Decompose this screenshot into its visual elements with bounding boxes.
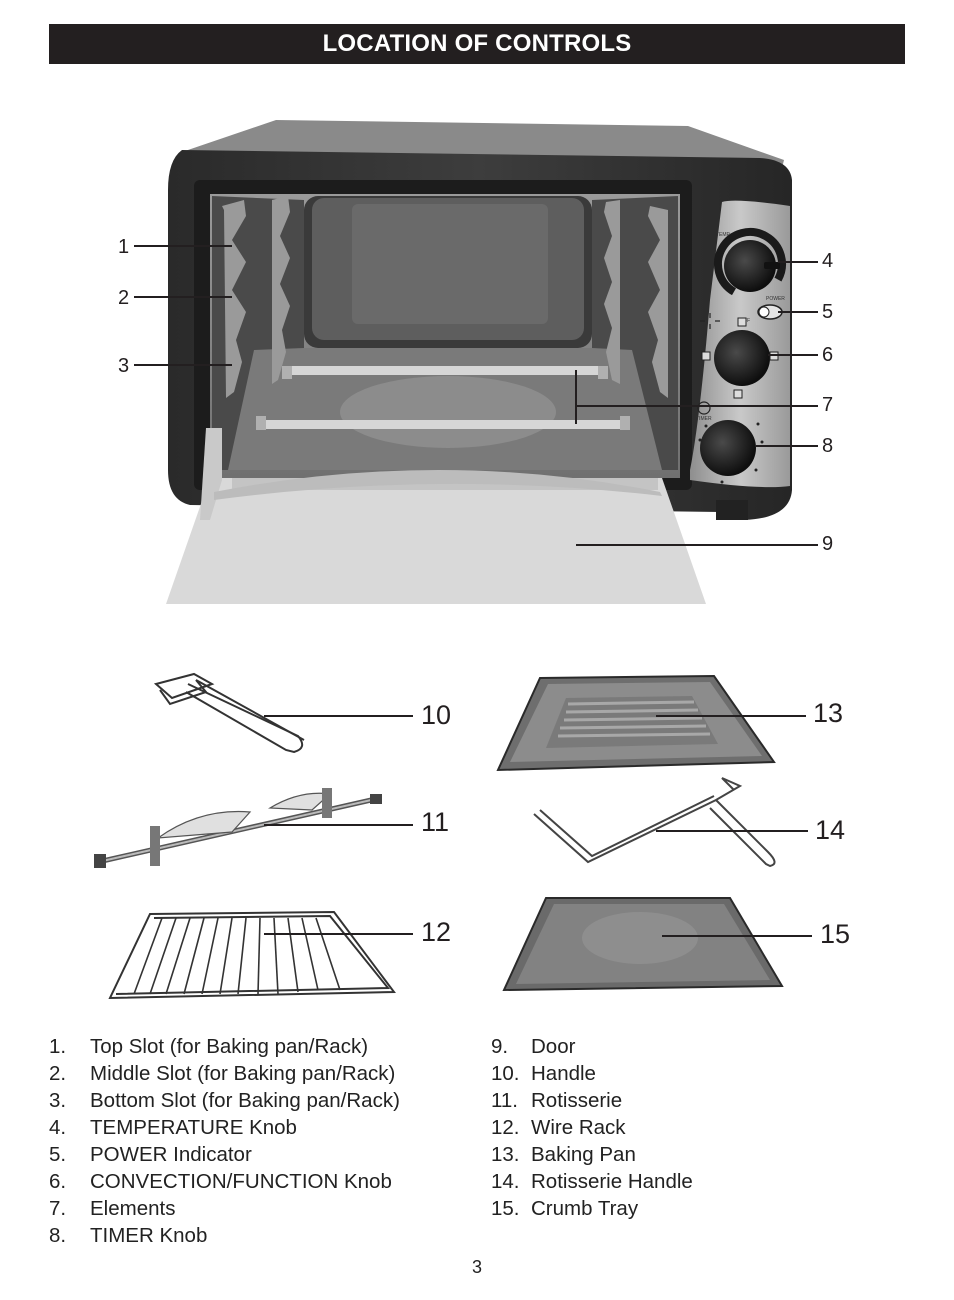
callout-14: 14 [815,815,845,845]
timer-knob[interactable] [700,420,756,476]
callout-8: 8 [822,435,833,457]
list-item: 8.TIMER Knob [49,1224,208,1247]
heating-elements [256,366,630,430]
callout-10: 10 [421,700,451,730]
list-item: 10.Handle [491,1062,596,1085]
list-item: 6.CONVECTION/FUNCTION Knob [49,1170,392,1193]
list-item: 1.Top Slot (for Baking pan/Rack) [49,1035,369,1058]
callout-11: 11 [421,807,449,837]
list-item: 3.Bottom Slot (for Baking pan/Rack) [49,1089,400,1112]
callout-13: 13 [813,698,843,728]
wire-rack-accessory [108,910,396,1000]
baking-pan-accessory [496,674,776,772]
callout-7: 7 [822,394,833,416]
timer-label: TIMER [696,416,712,422]
list-item: 2.Middle Slot (for Baking pan/Rack) [49,1062,396,1085]
oven-leader-lines [134,245,818,546]
callout-5: 5 [822,301,833,323]
temperature-knob[interactable] [724,240,776,292]
list-item: 13.Baking Pan [491,1143,636,1166]
clock-icon [697,401,711,415]
toaster-oven: TEMP POWER OFF TIMER [166,120,792,604]
callout-4: 4 [822,250,833,272]
list-item: 5.POWER Indicator [49,1143,252,1166]
callout-6: 6 [822,344,833,366]
callout-15: 15 [820,919,850,949]
list-item: 9.Door [491,1035,576,1058]
accessory-leader-lines [264,715,812,937]
callout-2: 2 [118,287,129,309]
section-header: LOCATION OF CONTROLS [49,24,905,64]
rotisserie-accessory [94,788,382,868]
handle-accessory [153,672,305,754]
oven-door [166,478,706,604]
callout-3: 3 [118,355,129,377]
page-title: LOCATION OF CONTROLS [322,30,632,57]
function-knob[interactable] [714,330,770,386]
legend-right: 9.Door 10.Handle 11.Rotisserie 12.Wire R… [491,1033,693,1222]
list-item: 15.Crumb Tray [491,1197,639,1220]
controls-illustration: TEMP POWER OFF TIMER [94,120,850,1000]
temp-label: TEMP [716,232,731,238]
callout-9: 9 [822,533,833,555]
power-label: POWER [766,296,785,302]
list-item: 12.Wire Rack [491,1116,626,1139]
fan-icon [700,313,720,329]
list-item: 7.Elements [49,1197,176,1220]
crumb-tray-accessory [502,897,784,992]
list-item: 4.TEMPERATURE Knob [49,1116,297,1139]
page-number: 3 [471,1257,482,1277]
callout-12: 12 [421,917,451,947]
list-item: 11.Rotisserie [491,1089,623,1112]
legend-left: 1.Top Slot (for Baking pan/Rack) 2.Middl… [49,1033,400,1249]
rotisserie-handle-accessory [533,777,776,868]
left-slots [222,196,290,398]
right-slots [604,200,668,398]
list-item: 14.Rotisserie Handle [491,1170,693,1193]
callout-1: 1 [118,236,129,258]
